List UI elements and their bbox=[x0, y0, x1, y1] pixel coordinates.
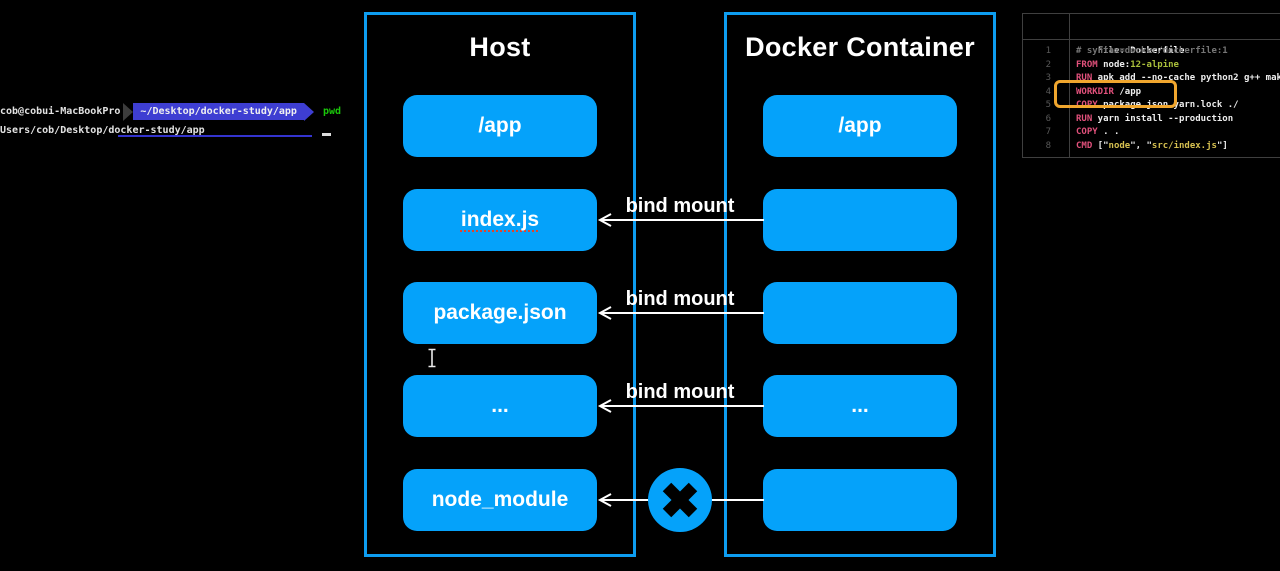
bind-mount-label: bind mount bbox=[625, 288, 735, 310]
gutter-divider bbox=[1069, 14, 1070, 157]
code-text: FROM node:12-alpine bbox=[1051, 59, 1179, 73]
code-token: "] bbox=[1216, 140, 1228, 151]
bind-mount-arrow bbox=[594, 305, 766, 321]
code-token: RUN bbox=[1076, 73, 1093, 83]
line-number: 4 bbox=[1045, 86, 1051, 97]
code-text: COPY . . bbox=[1051, 126, 1119, 140]
host-panel-title: Host bbox=[469, 32, 531, 62]
code-token: RUN bbox=[1076, 113, 1093, 124]
code-token: package.json yarn.lock ./ bbox=[1097, 100, 1239, 110]
code-text: RUN yarn install --production bbox=[1051, 113, 1233, 127]
editor-header: File: Dockerfile bbox=[1023, 14, 1280, 56]
terminal-cursor bbox=[322, 133, 331, 136]
code-token: ", " bbox=[1130, 140, 1152, 151]
host-box: node_module bbox=[403, 469, 597, 531]
code-text: COPY package.json yarn.lock ./ bbox=[1051, 99, 1239, 113]
bind-mount-label: bind mount bbox=[625, 381, 735, 403]
code-token: node bbox=[1108, 140, 1131, 151]
line-number: 1 bbox=[1045, 46, 1051, 56]
host-box: ... bbox=[403, 375, 597, 437]
code-token: FROM bbox=[1076, 59, 1098, 70]
host-box: /app bbox=[403, 95, 597, 157]
line-number: 8 bbox=[1045, 140, 1051, 151]
powerline-separator-icon bbox=[123, 102, 134, 121]
prompt-user: cob@cobui-MacBookPro bbox=[0, 106, 121, 117]
bind-mount-arrow bbox=[594, 398, 766, 414]
line-number: 5 bbox=[1045, 100, 1051, 110]
code-token: # syntax=docker/dockerfile:1 bbox=[1076, 46, 1228, 56]
blocked-x-circle-icon bbox=[648, 468, 712, 532]
code-text: # syntax=docker/dockerfile:1 bbox=[1051, 45, 1228, 59]
host-box-label: package.json bbox=[433, 301, 567, 324]
bind-mount-arrow bbox=[594, 212, 766, 228]
container-panel: Docker Container /app... bbox=[724, 12, 996, 557]
host-box: package.json bbox=[403, 282, 597, 344]
code-text: RUN apk add --no-cache python2 g++ make bbox=[1051, 72, 1280, 86]
host-box-label: /app bbox=[478, 114, 522, 137]
code-token: CMD bbox=[1076, 140, 1093, 151]
arrow-left-icon bbox=[597, 213, 764, 227]
terminal[interactable]: cob@cobui-MacBookPro ~/Desktop/docker-st… bbox=[0, 102, 360, 153]
host-panel: Host /app index.js package.json... node_mod… bbox=[364, 12, 636, 557]
dockerfile-editor[interactable]: File: Dockerfile 1 # syntax=docker/docker… bbox=[1022, 13, 1280, 158]
arrow-left-icon bbox=[597, 306, 764, 320]
editor-header-prefix: File: bbox=[1097, 46, 1131, 56]
code-text: WORKDIR /app bbox=[1051, 86, 1141, 100]
code-token: WORKDIR bbox=[1076, 86, 1114, 97]
container-box: /app bbox=[763, 95, 957, 157]
code-line: 1 # syntax=docker/dockerfile:1 bbox=[1023, 45, 1280, 59]
container-box bbox=[763, 282, 957, 344]
host-box-label: ... bbox=[491, 394, 509, 417]
line-number: 6 bbox=[1045, 113, 1051, 124]
code-text: CMD ["node", "src/index.js"] bbox=[1051, 140, 1228, 154]
code-token: 12-alpine bbox=[1130, 59, 1179, 70]
code-token: yarn install --production bbox=[1092, 113, 1234, 124]
container-panel-title: Docker Container bbox=[745, 32, 975, 62]
bind-mount-label: bind mount bbox=[625, 195, 735, 217]
line-number: 7 bbox=[1045, 127, 1051, 137]
code-token: . . bbox=[1097, 127, 1120, 137]
host-box-label: index.js bbox=[460, 208, 540, 231]
terminal-output: Users/cob/Desktop/docker-study/app bbox=[0, 125, 205, 136]
prompt-command: pwd bbox=[322, 106, 342, 117]
text-cursor-icon bbox=[426, 348, 438, 368]
prompt-path: ~/Desktop/docker-study/app bbox=[133, 103, 304, 120]
code-token: src/index.js bbox=[1151, 140, 1217, 151]
code-token: COPY bbox=[1076, 127, 1098, 137]
container-box bbox=[763, 469, 957, 531]
line-number: 3 bbox=[1045, 73, 1051, 83]
arrow-left-icon bbox=[597, 399, 764, 413]
code-token: [" bbox=[1092, 140, 1109, 151]
powerline-separator-icon bbox=[303, 102, 314, 121]
code-token: apk add --no-cache python2 g++ make bbox=[1092, 73, 1280, 83]
host-box: index.js bbox=[403, 189, 597, 251]
line-number: 2 bbox=[1045, 59, 1051, 70]
container-box bbox=[763, 189, 957, 251]
container-box-label: /app bbox=[838, 114, 882, 137]
host-box-label: node_module bbox=[431, 488, 569, 511]
code-token: COPY bbox=[1076, 100, 1098, 110]
code-token: /app bbox=[1113, 86, 1142, 97]
container-box: ... bbox=[763, 375, 957, 437]
terminal-prompt-row: cob@cobui-MacBookPro ~/Desktop/docker-st… bbox=[0, 102, 360, 121]
container-box-label: ... bbox=[851, 394, 869, 417]
editor-filename: Dockerfile bbox=[1130, 46, 1185, 56]
code-token: node: bbox=[1097, 59, 1131, 70]
terminal-output-underline bbox=[118, 135, 312, 137]
